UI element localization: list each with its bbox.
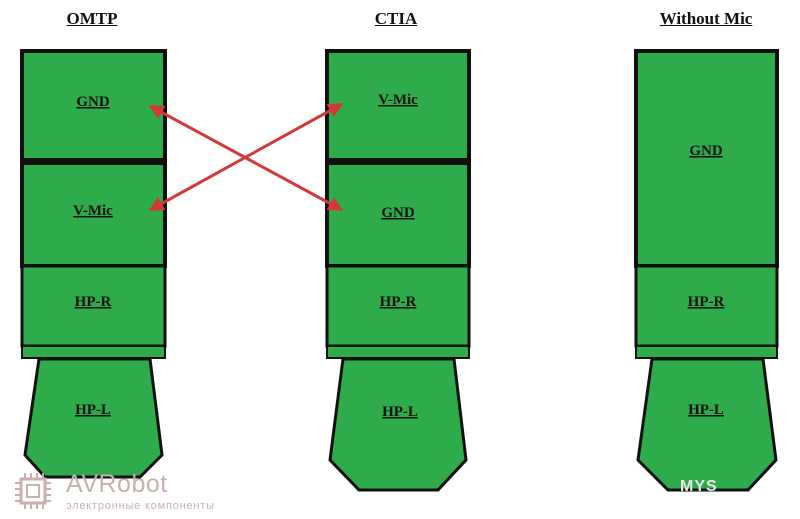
ctia-tip-segment xyxy=(328,357,468,492)
omtp-collar xyxy=(21,345,166,359)
without-mic-hpr-label: HP-R xyxy=(688,294,725,310)
watermark-brand: AVRobot xyxy=(66,470,168,498)
omtp-hpr-label: HP-R xyxy=(75,294,112,310)
arrow-omtp-vmic-to-ctia-vmic xyxy=(148,102,344,212)
without-mic-plug: GND HP-R HP-L xyxy=(634,49,779,492)
corner-watermark: MYS xyxy=(680,478,718,495)
chip-icon xyxy=(15,473,51,509)
watermark-subtitle: электронные компоненты xyxy=(66,500,215,512)
ctia-vmic-segment xyxy=(325,49,471,162)
omtp-title: OMTP xyxy=(66,9,118,28)
omtp-gnd-label: GND xyxy=(76,94,110,110)
omtp-plug: GND V-Mic HP-R HP-L xyxy=(20,49,167,479)
omtp-vmic-label: V-Mic xyxy=(73,203,113,219)
omtp-tip-segment xyxy=(23,357,164,479)
ctia-vmic-label: V-Mic xyxy=(378,92,418,108)
ctia-title: CTIA xyxy=(374,9,418,28)
ctia-collar xyxy=(326,345,470,359)
ctia-plug: V-Mic GND HP-R HP-L xyxy=(325,49,471,492)
ctia-gnd-label: GND xyxy=(381,205,415,221)
omtp-hpr-segment xyxy=(20,264,167,348)
without-mic-hpr-segment xyxy=(634,264,779,348)
ctia-hpl-label: HP-L xyxy=(382,404,418,420)
without-mic-collar xyxy=(635,345,778,359)
ctia-hpr-label: HP-R xyxy=(380,294,417,310)
without-mic-hpl-label: HP-L xyxy=(688,402,724,418)
omtp-hpl-label: HP-L xyxy=(75,402,111,418)
avrobot-watermark: AVRobot электронные компоненты xyxy=(8,468,228,514)
ctia-hpr-segment xyxy=(325,264,471,348)
without-mic-gnd-segment xyxy=(634,49,779,268)
without-mic-tip-segment xyxy=(636,357,778,492)
without-mic-gnd-label: GND xyxy=(689,143,723,159)
ctia-gnd-segment xyxy=(325,161,471,268)
without-mic-title: Without Mic xyxy=(659,9,753,28)
